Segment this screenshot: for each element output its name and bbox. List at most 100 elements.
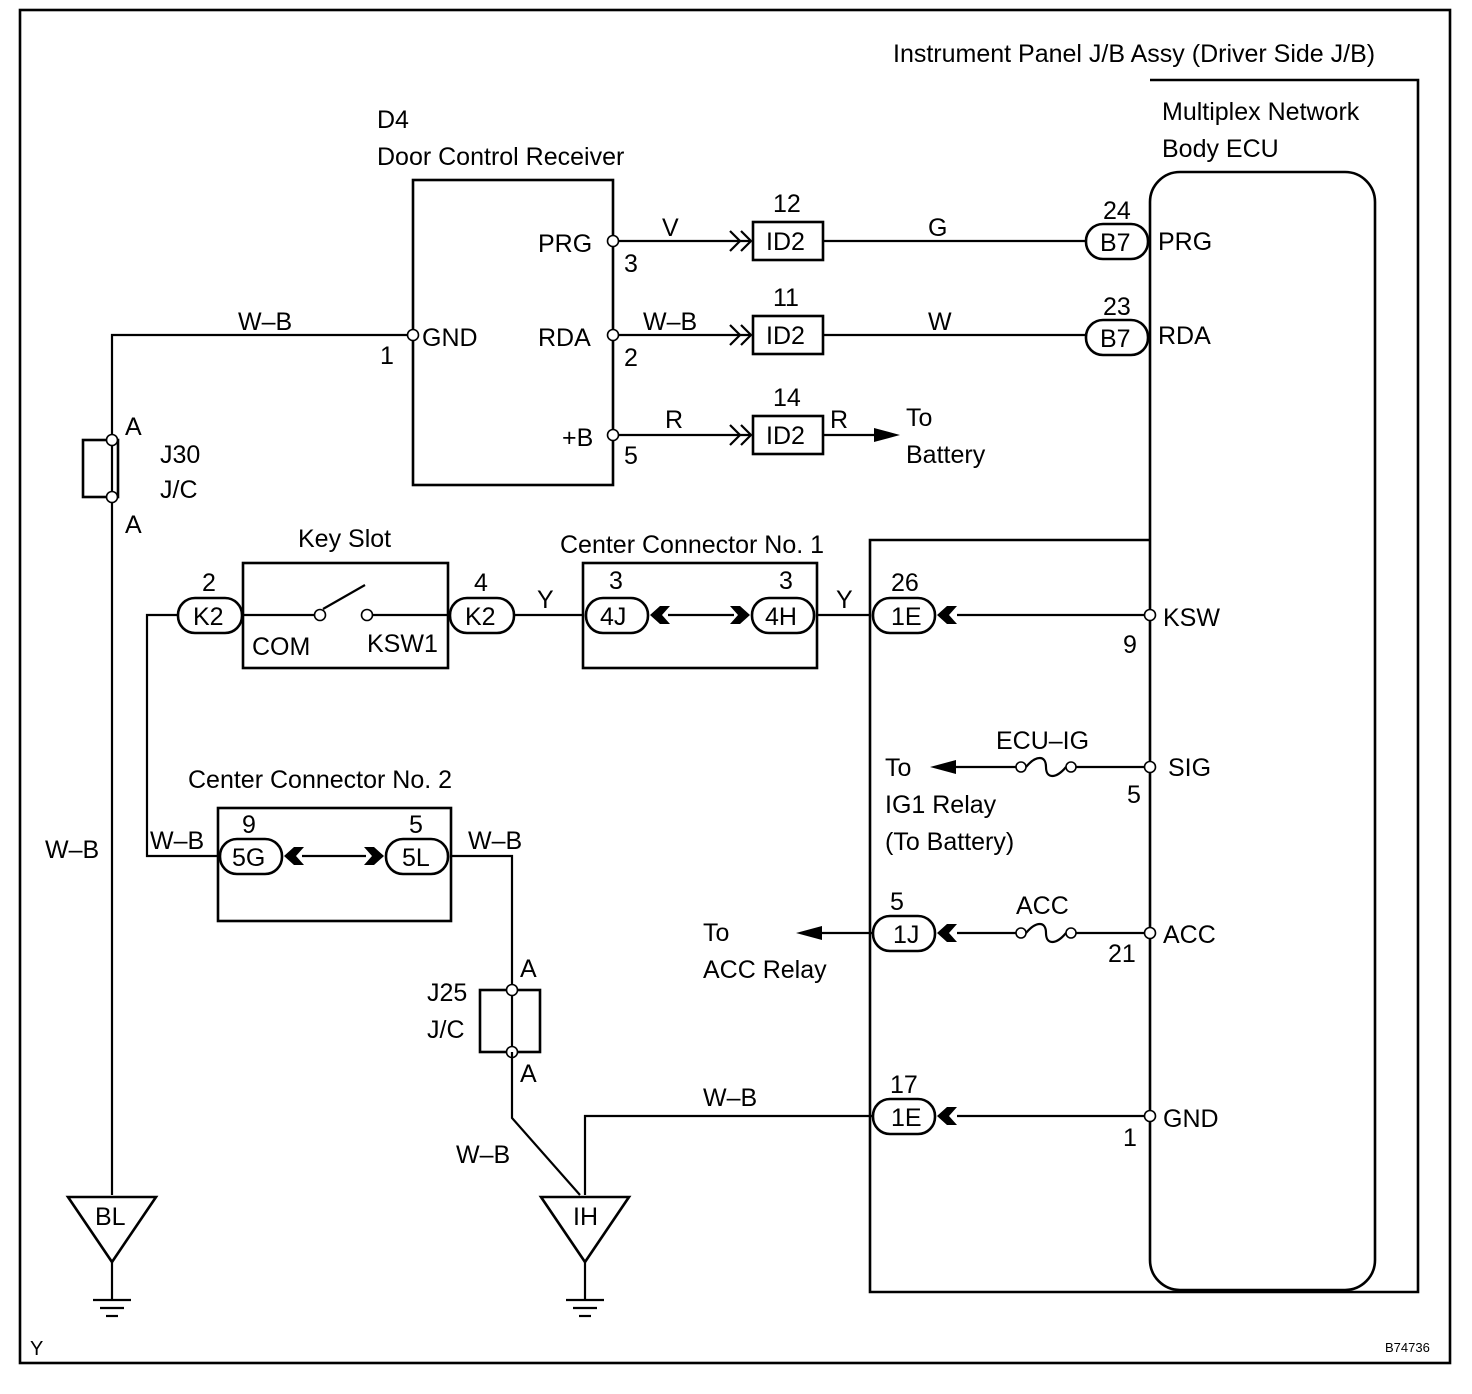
j25-pin-top (505, 983, 519, 997)
chevron-prg-icon (729, 230, 753, 252)
to-ig1-line1: To (885, 754, 911, 782)
id2-connector-prg: ID2 12 (751, 190, 825, 262)
to-battery-line2: Battery (906, 441, 986, 469)
wire-com-to-cc2 (145, 613, 218, 858)
id2-pin: 12 (773, 190, 801, 218)
jb-chevron-ksw-icon (937, 606, 957, 624)
j30-pin-bottom (105, 490, 119, 504)
cc1-right-pin: 3 (779, 567, 793, 595)
ecu-pin-acc-num: 21 (1108, 940, 1136, 968)
j30-top-label: A (125, 413, 142, 441)
wire-label-bl: W–B (45, 836, 99, 864)
d4-pin-b: +B (562, 424, 593, 452)
cc2-box (216, 806, 453, 923)
wire-j25-to-ih (510, 1052, 581, 1196)
key-slot: Key Slot COM KSW1 K2 2 K2 4 (176, 525, 516, 670)
chevron-rda-icon (729, 324, 753, 346)
b7-pin: 24 (1103, 197, 1131, 225)
wire-label-y2: Y (836, 586, 853, 614)
jb-chevron-gnd-icon (937, 1107, 957, 1125)
center-connector-1: Center Connector No. 1 4J 3 4H 3 (560, 531, 824, 670)
id2-box (751, 314, 825, 356)
jb-outline (868, 78, 1420, 1294)
wire-label-cc2-left: W–B (150, 827, 204, 855)
cc1-chevron-right-icon (730, 606, 750, 624)
j30-name: J30 (160, 441, 200, 469)
j25-top-label: A (520, 955, 537, 983)
wire-label-prg: V (662, 214, 679, 242)
fuse-ecu-ig-icon (1025, 756, 1067, 778)
arrow-to-ig1-icon (930, 760, 956, 774)
k2-left-pin: 2 (202, 569, 216, 597)
ecu-title-line2: Body ECU (1162, 135, 1279, 163)
d4-pin-b-num: 5 (624, 442, 638, 470)
id2-label: ID2 (766, 422, 805, 450)
k2-right-pin: 4 (474, 569, 488, 597)
id2-connector-b: ID2 14 (751, 384, 825, 456)
d4-code: D4 (377, 106, 409, 134)
d4-terminal-rda (606, 328, 620, 342)
ecu-title-line1: Multiplex Network (1162, 98, 1360, 126)
d4-pin-rda: RDA (538, 324, 591, 352)
d4-pin-rda-num: 2 (624, 344, 638, 372)
jb-pill-1e (871, 596, 937, 635)
id2-box (751, 414, 825, 456)
ecu-terminal-sig (1143, 760, 1157, 774)
j25-type: J/C (427, 1016, 465, 1044)
fuse-acc-icon (1025, 922, 1067, 944)
wire-cc2-right (451, 854, 514, 990)
switch-contact-com (313, 608, 327, 622)
j30-box (81, 438, 120, 499)
d4-pin-prg: PRG (538, 230, 592, 258)
cc2-left-pin: 9 (242, 811, 256, 839)
corner-mark: Y (30, 1338, 43, 1360)
cc2-pill-5g (218, 837, 284, 876)
d4-terminal-gnd (406, 328, 420, 342)
key-slot-ksw1: KSW1 (367, 630, 438, 658)
j25-name: J25 (427, 979, 467, 1007)
arrow-to-battery-icon (874, 428, 900, 442)
to-acc-line2: ACC Relay (703, 956, 827, 984)
id2-pin: 14 (773, 384, 801, 412)
id2-pin: 11 (773, 284, 799, 312)
cc2-right-pin: 5 (409, 811, 423, 839)
ecu-pin-gnd: GND (1163, 1105, 1219, 1133)
cc1-pill-4h (750, 596, 816, 635)
jb-1j-pin: 5 (890, 888, 904, 916)
to-acc-line1: To (703, 919, 729, 947)
ecu-pin-ksw: KSW (1163, 604, 1220, 632)
key-slot-com: COM (252, 633, 310, 661)
ecu-terminal-gnd (1143, 1109, 1157, 1123)
cc2-pill-5l (384, 837, 450, 876)
fuse-ecu-ig-right (1065, 761, 1077, 773)
wire-ih-top (583, 1114, 873, 1195)
jb-title: Instrument Panel J/B Assy (Driver Side J… (893, 40, 1375, 68)
to-ig1-line3: (To Battery) (885, 828, 1014, 856)
j30-type: J/C (160, 476, 198, 504)
jb-1e-gnd-label: 1E (891, 1104, 922, 1132)
d4-terminal-prg (606, 234, 620, 248)
wire-label-cc2-right: W–B (468, 827, 522, 855)
j30-junction: A A J30 J/C (81, 413, 200, 539)
j25-junction: A A J25 J/C (427, 955, 542, 1088)
jb-connector-ksw: 1E 26 (871, 569, 957, 635)
j30-bottom-label: A (125, 511, 142, 539)
b7-pin: 23 (1103, 293, 1131, 321)
jb-1j-label: 1J (893, 921, 919, 949)
jb-assembly: Instrument Panel J/B Assy (Driver Side J… (868, 40, 1420, 1294)
jb-1e-gnd-pin: 17 (890, 1071, 918, 1099)
b7-pill (1084, 318, 1150, 357)
b7-connector-prg: B7 24 (1084, 197, 1150, 261)
ground-ih-label: IH (573, 1203, 598, 1231)
j30-pin-top (105, 433, 119, 447)
jb-1e-label: 1E (891, 603, 922, 631)
cc2-name: Center Connector No. 2 (188, 766, 452, 794)
id2-connector-rda: ID2 11 (751, 284, 825, 356)
ecu-terminal-ksw (1143, 608, 1157, 622)
wire-label-rda: W–B (643, 308, 697, 336)
ecu-pin-sig-num: 5 (1127, 781, 1141, 809)
cc2-chevron-right-icon (364, 847, 384, 865)
ground-ih: IH (538, 1195, 632, 1318)
jb-chevron-acc-icon (937, 924, 957, 942)
